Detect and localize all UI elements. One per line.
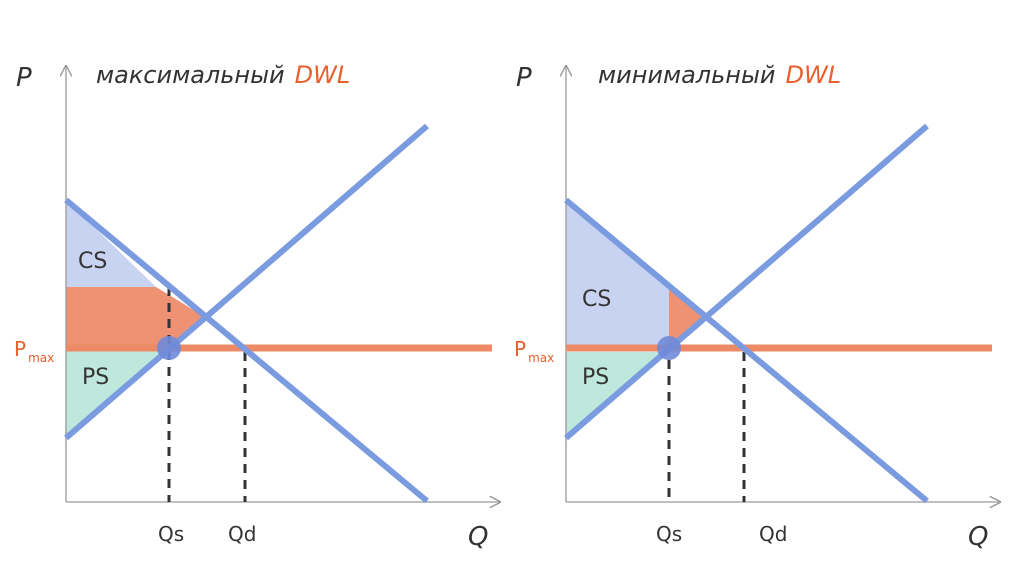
pmax-subscript: max: [528, 351, 554, 365]
panel-title-prefix: минимальный: [598, 61, 776, 89]
cs-label: CS: [78, 249, 107, 274]
pmax-letter: P: [514, 337, 526, 361]
pmax-subscript: max: [28, 351, 54, 365]
panel-title: минимальный DWL: [598, 61, 841, 89]
panel-title-accent: DWL: [786, 61, 842, 89]
cs-area: [566, 200, 669, 348]
qs-tick-label: Qs: [158, 522, 184, 546]
panel-title-prefix: максимальный: [96, 61, 285, 89]
ps-label: PS: [582, 365, 609, 390]
qs-tick-label: Qs: [656, 522, 682, 546]
y-axis-label: P: [516, 63, 532, 93]
demand-curve: [564, 197, 929, 504]
dwl-area: [669, 287, 705, 348]
ps-label: PS: [82, 365, 109, 390]
supply-curve: [64, 123, 429, 441]
cs-label: CS: [582, 287, 611, 312]
dwl-area: [66, 287, 205, 348]
x-axis-label: Q: [968, 522, 988, 552]
y-axis-label: P: [16, 63, 32, 93]
qs-point: [657, 336, 681, 360]
qs-point: [157, 336, 181, 360]
qd-tick-label: Qd: [228, 522, 256, 546]
panel-title: максимальный DWL: [96, 61, 350, 89]
supply-curve: [564, 123, 929, 441]
qd-tick-label: Qd: [759, 522, 787, 546]
pmax-letter: P: [14, 337, 26, 361]
demand-curve: [64, 197, 429, 504]
x-axis-label: Q: [468, 522, 488, 552]
panel-title-accent: DWL: [295, 61, 351, 89]
